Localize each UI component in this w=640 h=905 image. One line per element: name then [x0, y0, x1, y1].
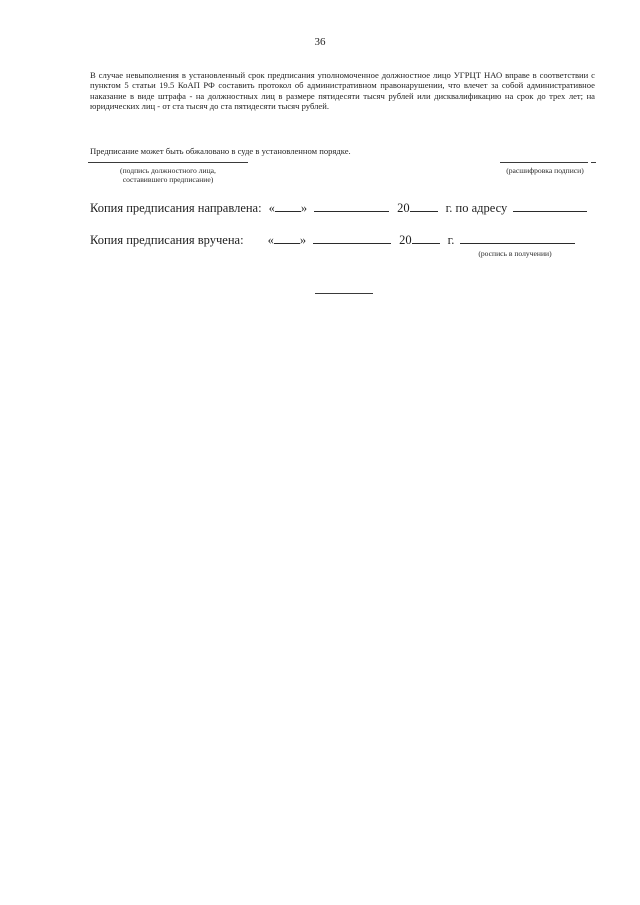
- copy-received-suffix: г.: [447, 233, 455, 247]
- signature-label-transcript: (расшифровка подписи): [506, 166, 584, 175]
- receipt-note: (роспись в получении): [478, 249, 552, 258]
- copy-received-signature-blank: [460, 231, 576, 244]
- copy-sent-quote-open: «: [268, 201, 275, 215]
- signature-line-transcript-dash: [591, 162, 596, 163]
- copy-sent-label: Копия предписания направлена:: [90, 201, 262, 215]
- copy-sent-day-blank: [274, 199, 301, 212]
- signature-line-official: [88, 162, 248, 163]
- copy-received-quote-open: «: [267, 233, 274, 247]
- footer-short-line: [315, 293, 373, 294]
- copy-received-month-blank: [313, 231, 392, 244]
- appeal-paragraph: Предписание может быть обжаловано в суде…: [90, 146, 351, 156]
- signature-label-official-line2: составившего предписание): [122, 175, 214, 185]
- copy-received-year-blank: [411, 231, 440, 244]
- copy-sent-year-blank: [409, 199, 438, 212]
- signature-line-transcript: [500, 162, 588, 163]
- body-paragraph: В случае невыполнения в установленный ср…: [90, 70, 595, 112]
- signature-label-official: (подпись должностного лица, составившего…: [88, 166, 248, 184]
- copy-sent-quote-close: »: [300, 201, 308, 215]
- copy-received-day-blank: [273, 231, 300, 244]
- copy-received-year-prefix: 20: [399, 233, 412, 247]
- copy-sent-month-blank: [314, 199, 390, 212]
- copy-sent-address-blank: [513, 199, 588, 212]
- page-number: 36: [314, 36, 326, 48]
- copy-received-line: Копия предписания вручена: « » 20 г.: [90, 231, 610, 248]
- copy-sent-line: Копия предписания направлена: « » 20 г. по а…: [90, 199, 610, 216]
- signature-label-official-line1: (подпись должностного лица,: [120, 166, 216, 175]
- copy-sent-year-prefix: 20: [397, 201, 410, 215]
- copy-sent-suffix: г. по адресу: [445, 201, 508, 215]
- copy-received-quote-close: »: [299, 233, 307, 247]
- copy-received-label: Копия предписания вручена:: [90, 233, 244, 247]
